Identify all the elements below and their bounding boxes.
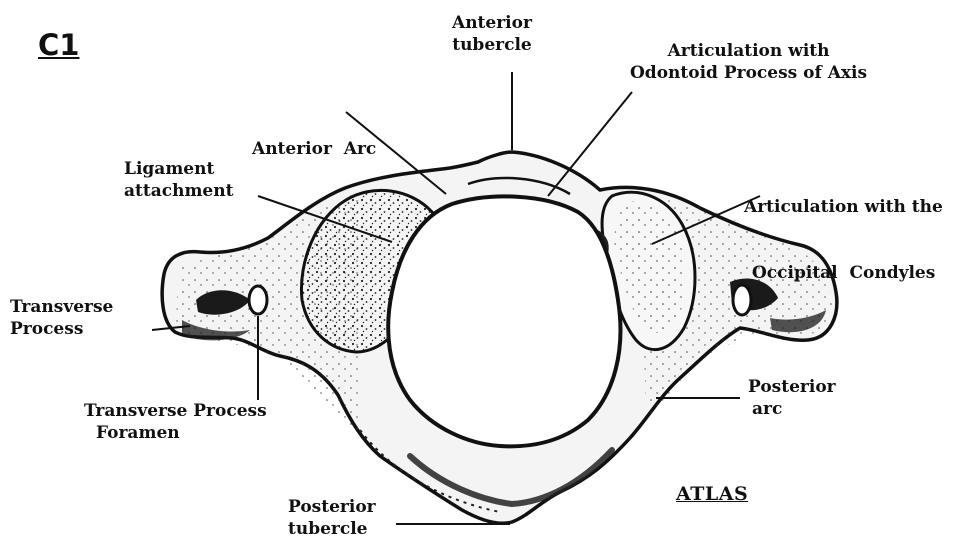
label-transverse-process-foramen: Transverse Process Foramen bbox=[84, 400, 267, 444]
label-condyles-articulation: Articulation with the Occipital Condyles bbox=[744, 152, 943, 328]
left-transverse-foramen bbox=[249, 286, 267, 314]
label-posterior-tubercle-line2: tubercle bbox=[288, 518, 376, 540]
label-odontoid-articulation-line2: Odontoid Process of Axis bbox=[630, 62, 867, 84]
label-anterior-tubercle-line2: tubercle bbox=[452, 34, 532, 56]
label-transverse-process-line2: Process bbox=[10, 318, 113, 340]
page-title: C1 bbox=[38, 28, 79, 62]
label-anterior-arc: Anterior Arc bbox=[252, 94, 376, 204]
vertebral-foramen bbox=[388, 196, 620, 446]
label-condyles-articulation-line2: Occipital Condyles bbox=[744, 262, 943, 284]
label-posterior-arc-line2: arc bbox=[748, 398, 836, 420]
label-condyles-articulation-line1: Articulation with the bbox=[744, 196, 943, 218]
label-ligament-attachment-line1: Ligament bbox=[124, 158, 233, 180]
label-transverse-process-foramen-line2: Foramen bbox=[84, 422, 267, 444]
label-posterior-arc: Posterior arc bbox=[748, 376, 836, 420]
label-ligament-attachment-line2: attachment bbox=[124, 180, 233, 202]
label-transverse-process-foramen-line1: Transverse Process bbox=[84, 400, 267, 422]
atlas-subtitle: ATLAS bbox=[676, 482, 748, 506]
label-odontoid-articulation: Articulation with Odontoid Process of Ax… bbox=[630, 40, 867, 84]
label-transverse-process-line1: Transverse bbox=[10, 296, 113, 318]
label-transverse-process: Transverse Process bbox=[10, 296, 113, 340]
label-anterior-arc-line1: Anterior Arc bbox=[252, 138, 376, 160]
label-odontoid-articulation-line1: Articulation with bbox=[630, 40, 867, 62]
label-ligament-attachment: Ligament attachment bbox=[124, 158, 233, 202]
label-anterior-tubercle: Anterior tubercle bbox=[452, 12, 532, 56]
label-posterior-arc-line1: Posterior bbox=[748, 376, 836, 398]
label-posterior-tubercle-line1: Posterior bbox=[288, 496, 376, 518]
label-anterior-tubercle-line1: Anterior bbox=[452, 12, 532, 34]
label-posterior-tubercle: Posterior tubercle bbox=[288, 496, 376, 540]
